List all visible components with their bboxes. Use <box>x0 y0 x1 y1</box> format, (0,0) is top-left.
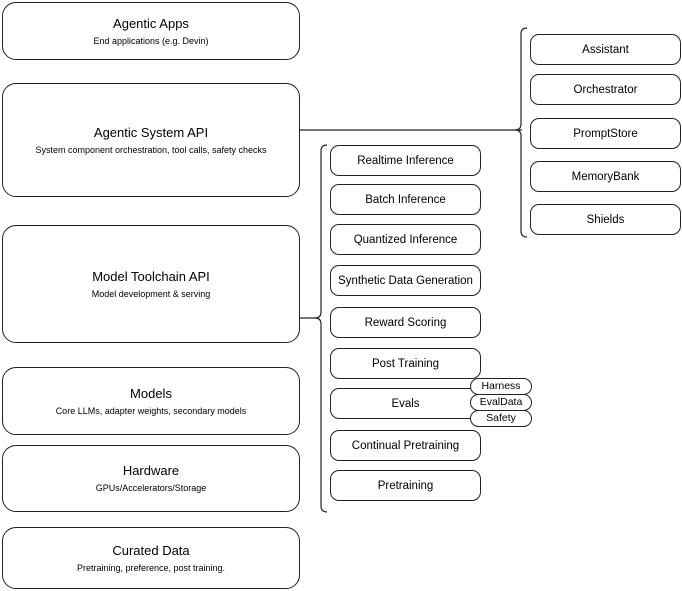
layer-subtitle: System component orchestration, tool cal… <box>35 144 267 155</box>
toolchain-item-continual-pretraining[interactable]: Continual Pretraining <box>330 430 481 461</box>
toolchain-item-quantized-inference[interactable]: Quantized Inference <box>330 224 481 255</box>
layer-agentic-apps[interactable]: Agentic Apps End applications (e.g. Devi… <box>2 2 300 60</box>
layer-curated-data[interactable]: Curated Data Pretraining, preference, po… <box>2 527 300 589</box>
toolchain-components-brace <box>314 144 328 513</box>
layer-title: Curated Data <box>112 542 190 558</box>
system-item-shields[interactable]: Shields <box>530 204 681 235</box>
layer-model-toolchain-api[interactable]: Model Toolchain API Model development & … <box>2 225 300 343</box>
toolchain-item-label: Pretraining <box>377 479 434 492</box>
eval-pill-safety[interactable]: Safety <box>470 410 532 427</box>
toolchain-item-realtime-inference[interactable]: Realtime Inference <box>330 145 481 176</box>
toolchain-item-evals[interactable]: Evals <box>330 388 481 419</box>
layer-subtitle: Model development & serving <box>91 288 211 299</box>
layer-subtitle: GPUs/Accelerators/Storage <box>95 483 207 493</box>
layer-subtitle: Core LLMs, adapter weights, secondary mo… <box>55 405 247 416</box>
layer-title: Agentic System API <box>93 124 209 140</box>
toolchain-item-label: Post Training <box>371 357 440 370</box>
toolchain-item-post-training[interactable]: Post Training <box>330 348 481 379</box>
eval-pill-evaldata[interactable]: EvalData <box>470 394 532 411</box>
toolchain-item-label: Continual Pretraining <box>351 439 460 452</box>
system-item-label: PromptStore <box>573 127 638 140</box>
eval-pill-harness[interactable]: Harness <box>470 378 532 395</box>
system-item-label: Orchestrator <box>573 83 638 96</box>
toolchain-item-reward-scoring[interactable]: Reward Scoring <box>330 307 481 338</box>
system-item-label: Assistant <box>582 43 629 56</box>
layer-title: Model Toolchain API <box>92 268 210 284</box>
toolchain-item-label: Quantized Inference <box>353 233 458 246</box>
system-item-promptstore[interactable]: PromptStore <box>530 118 681 149</box>
toolchain-item-label: Synthetic Data Generation <box>338 274 473 287</box>
layer-subtitle: Pretraining, preference, post training. <box>76 562 226 573</box>
system-components-brace <box>514 27 528 238</box>
toolchain-item-batch-inference[interactable]: Batch Inference <box>330 184 481 215</box>
system-item-orchestrator[interactable]: Orchestrator <box>530 74 681 105</box>
layer-title: Models <box>130 385 172 401</box>
toolchain-item-label: Evals <box>391 397 420 410</box>
system-item-memorybank[interactable]: MemoryBank <box>530 161 681 192</box>
system-item-label: Shields <box>586 213 625 226</box>
toolchain-item-label: Reward Scoring <box>364 316 447 329</box>
system-item-label: MemoryBank <box>571 170 640 183</box>
layer-models[interactable]: Models Core LLMs, adapter weights, secon… <box>2 367 300 435</box>
layer-hardware[interactable]: Hardware GPUs/Accelerators/Storage <box>2 445 300 512</box>
toolchain-item-pretraining[interactable]: Pretraining <box>330 470 481 501</box>
layer-title: Agentic Apps <box>113 15 189 31</box>
toolchain-item-synthetic-data-generation[interactable]: Synthetic Data Generation <box>330 265 481 296</box>
toolchain-item-label: Realtime Inference <box>357 154 454 167</box>
layer-subtitle: End applications (e.g. Devin) <box>93 35 209 46</box>
system-item-assistant[interactable]: Assistant <box>530 34 681 65</box>
toolchain-item-label: Batch Inference <box>365 193 446 206</box>
layer-agentic-system-api[interactable]: Agentic System API System component orch… <box>2 83 300 197</box>
layer-title: Hardware <box>122 463 180 478</box>
